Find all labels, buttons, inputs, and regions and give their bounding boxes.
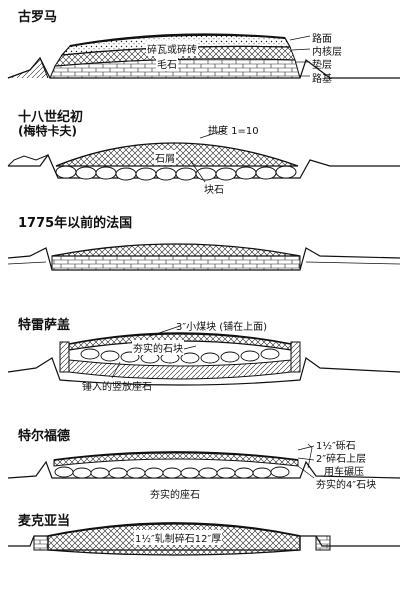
panel-title-telford: 特尔福德 [18, 429, 71, 444]
label-cushion: 垫层 [312, 60, 332, 71]
panel-title-tresaguet: 特雷萨盖 [18, 318, 71, 333]
label-gravel: 1½″砾石 [316, 441, 356, 452]
telford-cross-section [7, 443, 401, 479]
tresaguet-cross-section [7, 325, 401, 386]
label-brick-fragments: 碎瓦或碎砖 [146, 41, 198, 56]
label-4in-stones: 夯实的4″石块 [316, 480, 377, 491]
label-rolled: 用车碾压 [324, 467, 364, 478]
label-foundation-stones: 夯实的座石 [150, 490, 200, 501]
panel-subtitle-metcalf: (梅特卡夫) [18, 124, 77, 138]
panel-title-mcadam: 麦克亚当 [18, 514, 71, 529]
label-stone-chips: 石屑 [154, 150, 176, 165]
label-broken-stone: 2″碎石上层 [316, 454, 367, 465]
label-road-surface: 路面 [312, 34, 332, 45]
label-subgrade: 路基 [312, 74, 332, 85]
panel-title-18th-century: 十八世纪初 [18, 110, 84, 125]
label-small-coal: 3″小煤块 (铺在上面) [176, 322, 268, 333]
label-driven-stones: 锤入的竖放座石 [82, 382, 152, 393]
label-rubble: 毛石 [156, 56, 178, 71]
france-1775-cross-section [7, 243, 401, 271]
label-block-stone: 块石 [204, 185, 224, 196]
label-compacted-stones: 夯实的石块 [132, 340, 184, 355]
panel-title-france: 1775年以前的法国 [18, 216, 133, 231]
label-inner-core: 内核层 [312, 47, 342, 58]
label-crushed-stone: 1½″轧制碎石12″厚 [134, 530, 223, 545]
panel-title-rome: 古罗马 [18, 10, 58, 25]
label-camber: 拱度 1=10 [208, 126, 259, 137]
metcalf-cross-section [7, 129, 400, 183]
